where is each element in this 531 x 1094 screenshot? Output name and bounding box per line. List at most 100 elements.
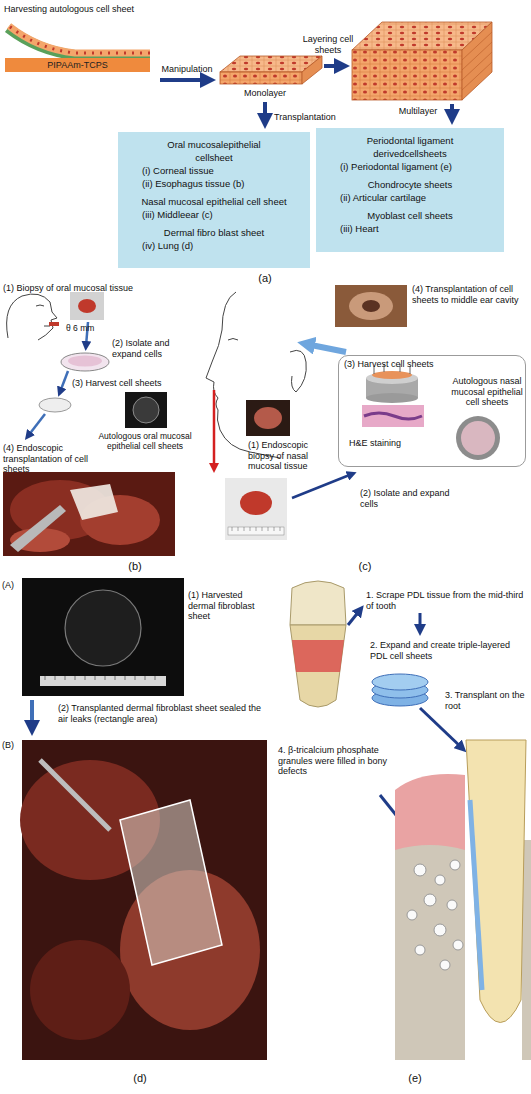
lung-surgery-photo [30,940,130,1040]
flow-arrow [420,708,462,748]
target-tissue: (i) Corneal tissue [124,164,304,177]
monolayer-block [302,56,322,84]
sheet-photo [456,416,500,460]
root-bone-sketch [395,845,465,1060]
flow-arrow [30,700,34,728]
sheet-photo [461,421,495,455]
step-label: 1. Scrape PDL tissue from the mid-third … [366,590,526,611]
target-tissue: (iv) Lung (d) [124,239,304,252]
step-label: (4) Transplantation of cell sheets to mi… [412,284,527,305]
target-tissue: (iii) Middleear (c) [124,208,304,221]
monolayer-block [220,56,322,84]
endoscope-photo [246,400,290,436]
tissue-photo [228,527,284,535]
sheet-type-heading: Chondrocyte sheets [322,178,498,191]
step-label: (2) Transplanted dermal fibroblast sheet… [58,703,268,724]
culture-dish [61,353,109,371]
tooth-sketch [290,581,346,625]
endoscope-photo [246,400,290,436]
caption-text: Harvesting autologous cell sheet [4,4,154,15]
multilayer-block [462,22,492,100]
target-tissue: (iii) Heart [322,222,498,235]
root-bone-sketch [414,864,426,876]
fibroblast-sheet-photo [40,676,166,686]
sub-panel-letter: (B) [2,740,22,751]
face-profile [228,339,238,341]
sheet-caption: Autologous nasal mucosal epithelial cell… [451,376,523,408]
step-label: (3) Harvest cell sheets [72,378,172,389]
ear-photo [335,285,407,327]
substrate-label: PIPAAm-TCPS [5,58,150,72]
endoscopy-photo [10,505,66,552]
substrate-bar: PIPAAm-TCPS [5,58,150,72]
tissue-photo [78,299,96,313]
ear-photo [362,300,380,312]
tissue-photo [70,292,104,320]
root-bone-sketch [434,924,446,936]
target-tissue: (i) Periodontal ligament (e) [322,160,498,173]
part-label: Autologous oral mucosal epithelial cell … [95,431,195,451]
endoscopy-photo [70,484,118,520]
step-label: (2) Isolate and expand cells [112,338,192,359]
flow-arrow [292,474,352,498]
ear-photo [335,285,407,327]
face-sketch [7,294,57,340]
panel-letter: (c) [350,560,380,573]
cell-sheet-peel [9,26,150,53]
sheet-type-heading: Nasal mucosal epithelial cell sheet [124,195,304,208]
cell-sheet [39,398,71,412]
culture-dish [68,356,102,367]
tissue-photo [240,491,272,515]
root-bone-sketch [424,894,436,906]
tissue-photo [232,527,280,531]
root-bone-sketch [407,910,417,920]
tissue-photo [225,478,287,540]
sheet-type-heading: Myoblast cell sheets [322,209,498,222]
fibroblast-sheet-photo [22,578,184,696]
tissue-photo [70,292,104,320]
panel-letter: (d) [125,1072,155,1085]
root-bone-sketch [447,900,457,910]
root-bone-sketch [440,960,450,970]
dimension-label: θ 6 mm [66,323,116,333]
face-profile [206,292,306,458]
step-label: Manipulation [156,64,218,75]
step-label: (1) Biopsy of oral mucosal tissue [3,283,193,294]
tissue-photo [225,478,287,540]
he-stain-image [362,405,424,427]
cell-sheet [125,392,167,428]
biopsy-mark [49,322,59,326]
step-label: Transplantation [274,112,364,123]
sheet-type-heading: Oral mucosalepithelial cellsheet [153,138,275,164]
step-label: Layering cell sheets [300,34,356,55]
part-label: Monolayer [232,88,298,99]
cell-sheet [39,392,167,428]
stain-caption: H&E staining [349,438,429,449]
cell-sheet-peel [9,26,150,53]
culture-dish [61,353,109,371]
multilayer-block [462,62,492,90]
flow-arrow [263,102,267,121]
flow-arrow [348,610,360,625]
tooth-sketch [290,581,346,707]
panel-letter: (e) [400,1072,430,1085]
target-tissue: (ii) Esophagus tissue (b) [124,177,304,190]
endoscope-photo [254,407,282,429]
pdl-cell-sheets [372,674,428,690]
flow-arrow [419,613,422,630]
fibroblast-sheet-photo [65,590,141,666]
step-label: (1) Endoscopic biopsy of nasal mucosal t… [248,440,336,472]
step-frame: (3) Harvest cell sheetsAutologous nasal … [338,355,526,467]
target-tissue: (ii) Articular cartilage [322,191,498,204]
step-label: 2. Expand and create triple-layered PDL … [370,640,525,661]
face-sketch [7,294,57,340]
lung-surgery-photo [20,740,267,1060]
flow-arrow [450,104,454,117]
lung-surgery-photo [120,800,222,965]
sheet-type-heading: Dermal fibro blast sheet [124,226,304,239]
tooth-sketch [292,640,344,672]
panel-letter: (a) [250,272,280,285]
lung-surgery-photo [40,760,110,830]
root-bone-sketch [470,800,482,990]
